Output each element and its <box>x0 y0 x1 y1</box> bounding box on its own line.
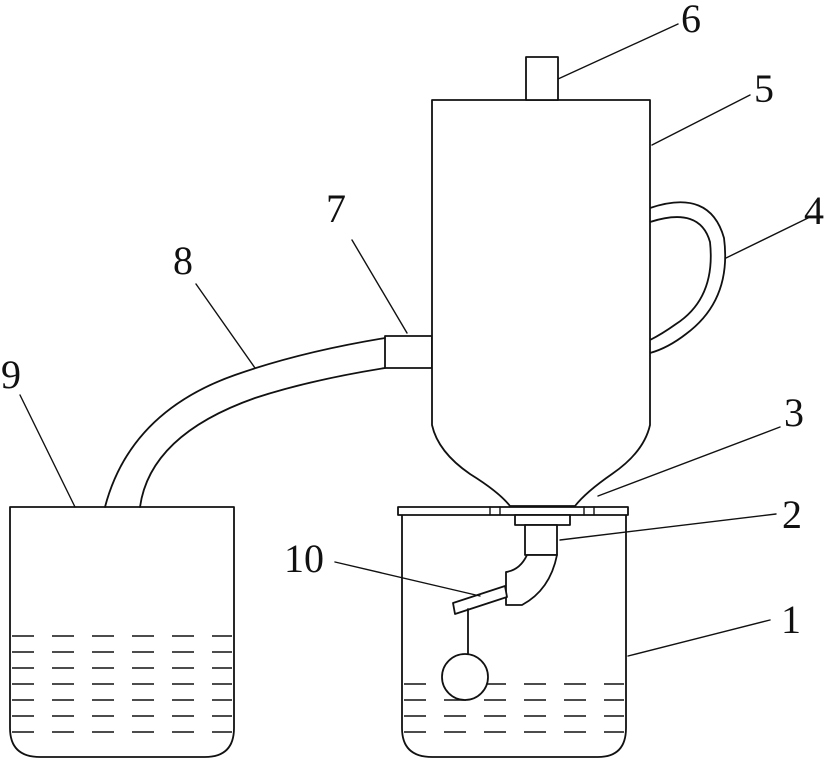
label-4: 4 <box>804 188 824 233</box>
part-labels: 6 5 4 7 8 9 3 2 10 1 <box>1 0 824 642</box>
connecting-hose <box>104 337 386 508</box>
label-6: 6 <box>681 0 701 41</box>
label-2: 2 <box>782 492 802 537</box>
label-7: 7 <box>326 186 346 231</box>
leader-lines <box>19 23 809 657</box>
label-3: 3 <box>784 390 804 435</box>
right-container <box>401 513 627 758</box>
label-5: 5 <box>754 66 774 111</box>
label-9: 9 <box>1 352 21 397</box>
left-liquid-lines <box>12 635 232 733</box>
right-liquid-lines <box>404 683 624 733</box>
top-inlet-pipe <box>525 56 559 101</box>
label-1: 1 <box>781 597 801 642</box>
float-valve <box>441 554 558 701</box>
valve-connector <box>514 514 571 556</box>
lid-plate <box>397 506 629 516</box>
main-vessel <box>431 99 651 507</box>
label-8: 8 <box>173 238 193 283</box>
outlet-nozzle <box>384 335 433 369</box>
left-container <box>9 506 235 758</box>
label-10: 10 <box>284 536 324 581</box>
side-handle <box>649 201 727 354</box>
